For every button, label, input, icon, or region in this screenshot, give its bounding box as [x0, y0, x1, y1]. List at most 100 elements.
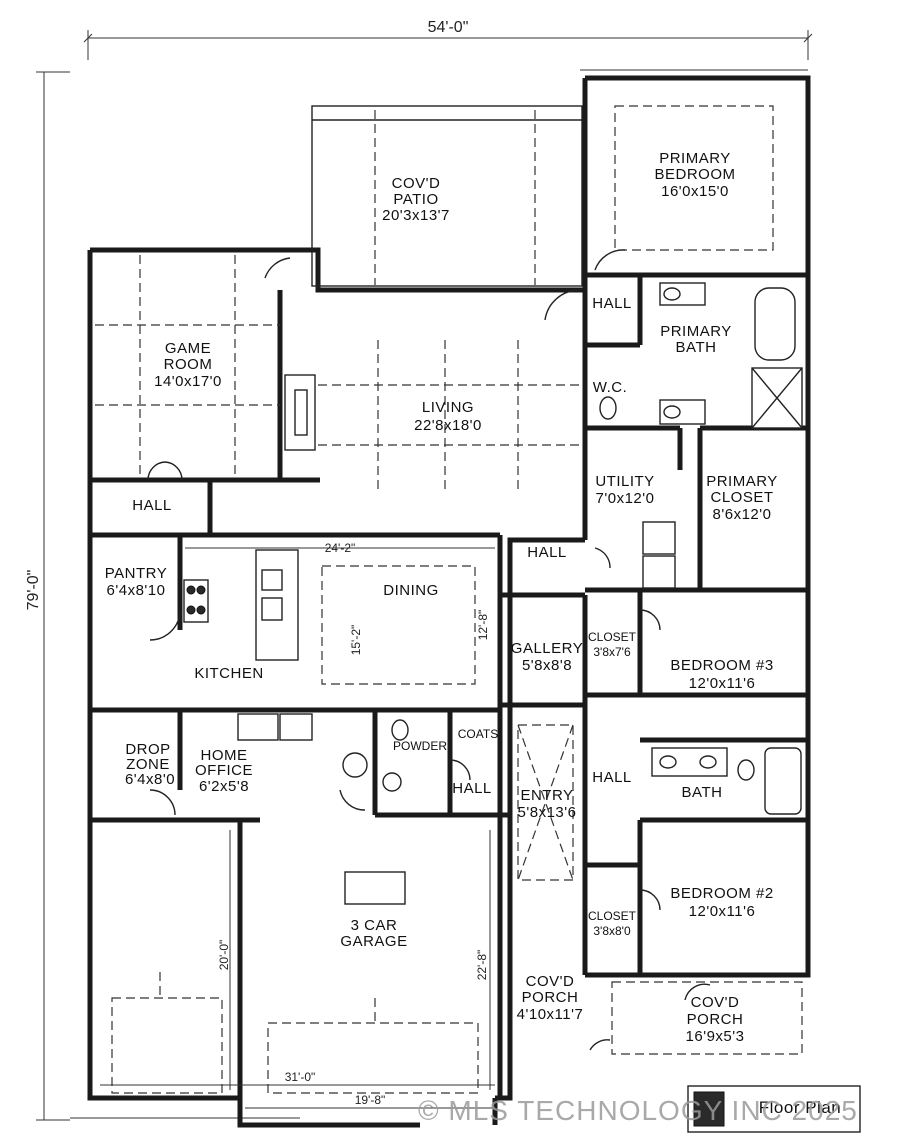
room-bedroom-2: BEDROOM #2 12'0x11'6: [670, 885, 773, 920]
svg-text:PRIMARY: PRIMARY: [706, 473, 778, 490]
svg-text:12'0x11'6: 12'0x11'6: [689, 675, 756, 692]
room-hall-dining: HALL: [527, 544, 567, 561]
water-heater-icon: [342, 752, 368, 778]
room-utility: UTILITY 7'0x12'0: [595, 473, 654, 507]
svg-text:ZONE: ZONE: [126, 756, 170, 773]
svg-text:8'6x12'0: 8'6x12'0: [713, 506, 772, 523]
svg-text:6'4x8'10: 6'4x8'10: [107, 582, 166, 599]
door-swings: [147, 249, 711, 1051]
svg-text:BATH: BATH: [676, 339, 717, 356]
fixtures: [183, 282, 803, 905]
svg-text:PANTRY: PANTRY: [105, 565, 167, 582]
room-home-office: HOME OFFICE 6'2x5'8: [195, 747, 253, 795]
svg-text:5'8x8'8: 5'8x8'8: [522, 657, 572, 674]
washer-icon: [642, 521, 676, 555]
dryer-icon: [642, 555, 676, 589]
room-drop-zone: DROP ZONE 6'4x8'0: [125, 741, 175, 788]
range-icon: [183, 579, 209, 623]
logo-icon: [693, 1091, 725, 1127]
interior-guides: [95, 105, 803, 1094]
svg-text:HOME: HOME: [201, 747, 248, 764]
room-covd-porch-large: COV'D PORCH 16'9x5'3: [686, 994, 745, 1045]
interior-walls: [90, 272, 808, 1098]
svg-text:PORCH: PORCH: [522, 989, 579, 1006]
room-closet-3: CLOSET 3'8x7'6: [588, 630, 637, 659]
svg-text:16'9x5'3: 16'9x5'3: [686, 1028, 745, 1045]
svg-text:PRIMARY: PRIMARY: [660, 323, 732, 340]
svg-text:GAME: GAME: [165, 340, 211, 357]
garage-depth-left-dim: 20'-0": [217, 940, 231, 971]
room-game-room: GAME ROOM 14'0x17'0: [154, 340, 222, 390]
room-dining: DINING: [383, 582, 439, 599]
svg-text:5'8x13'6: 5'8x13'6: [518, 804, 577, 821]
room-powder: POWDER: [393, 739, 447, 753]
room-hall-entry: HALL: [452, 780, 492, 797]
title-block: Floor Plan: [687, 1085, 861, 1133]
room-bedroom-3: BEDROOM #3 12'0x11'6: [670, 657, 773, 692]
overall-depth-dimension: 79'-0": [25, 71, 70, 1121]
svg-text:12'0x11'6: 12'0x11'6: [689, 903, 756, 920]
svg-text:CLOSET: CLOSET: [588, 909, 637, 923]
fireplace-icon: [284, 374, 316, 451]
overall-width-dimension: 54'-0": [83, 19, 813, 60]
svg-text:3'8x7'6: 3'8x7'6: [593, 645, 631, 659]
svg-text:GARAGE: GARAGE: [340, 933, 407, 950]
title-block-label: Floor Plan: [759, 1098, 841, 1117]
svg-text:20'3x13'7: 20'3x13'7: [382, 207, 450, 224]
sink-icon: [237, 713, 279, 741]
svg-text:6'4x8'0: 6'4x8'0: [125, 771, 175, 788]
covd-patio-outline: [311, 105, 583, 287]
toilet-icon: [391, 719, 409, 741]
bathtub-icon: [754, 287, 796, 361]
watermark: © MLS TECHNOLOGY INC 2025: [418, 1095, 858, 1126]
dining-depth-dim: 12'-8": [476, 610, 490, 641]
room-entry: ENTRY 5'8x13'6: [518, 787, 577, 821]
room-garage: 3 CAR GARAGE: [340, 917, 407, 950]
svg-text:22'8x18'0: 22'8x18'0: [414, 417, 482, 434]
room-covd-porch-small: COV'D PORCH 4'10x11'7: [517, 973, 584, 1023]
room-living: LIVING 22'8x18'0: [414, 399, 482, 434]
svg-text:3 CAR: 3 CAR: [351, 917, 398, 934]
room-gallery: GALLERY 5'8x8'8: [511, 640, 583, 674]
bathtub-icon: [764, 747, 802, 815]
interior-dimensions: 24'-2" 12'-8" 15'-2" 20'-0" 22'-8" 31'-0…: [100, 541, 495, 1109]
overall-width-label: 54'-0": [428, 19, 469, 36]
dining-width-dim: 24'-2": [325, 541, 356, 555]
svg-text:14'0x17'0: 14'0x17'0: [154, 373, 222, 390]
room-wc: W.C.: [593, 379, 628, 396]
svg-text:DROP: DROP: [125, 741, 170, 758]
svg-text:BEDROOM #3: BEDROOM #3: [670, 657, 773, 674]
svg-text:GALLERY: GALLERY: [511, 640, 583, 657]
svg-text:ENTRY: ENTRY: [520, 787, 573, 804]
svg-text:LIVING: LIVING: [422, 399, 474, 416]
svg-text:OFFICE: OFFICE: [195, 762, 253, 779]
svg-text:6'2x5'8: 6'2x5'8: [199, 778, 249, 795]
room-closet-2: CLOSET 3'8x8'0: [588, 909, 637, 938]
room-covd-patio: COV'D PATIO 20'3x13'7: [382, 175, 450, 224]
room-primary-bath: PRIMARY BATH: [660, 323, 732, 356]
garage-depth-right-dim: 22'-8": [475, 950, 489, 981]
svg-text:7'0x12'0: 7'0x12'0: [596, 490, 655, 507]
svg-text:CLOSET: CLOSET: [588, 630, 637, 644]
toilet-icon: [737, 759, 755, 781]
svg-text:PORCH: PORCH: [687, 1011, 744, 1028]
svg-text:UTILITY: UTILITY: [595, 473, 654, 490]
room-bath: BATH: [682, 784, 723, 801]
sink-icon: [382, 772, 402, 792]
room-primary-bedroom: PRIMARY BEDROOM 16'0x15'0: [654, 150, 735, 200]
svg-text:16'0x15'0: 16'0x15'0: [661, 183, 729, 200]
svg-text:COV'D: COV'D: [691, 994, 740, 1011]
overall-depth-label: 79'-0": [25, 570, 42, 611]
svg-text:BEDROOM #2: BEDROOM #2: [670, 885, 773, 902]
room-kitchen: KITCHEN: [194, 665, 263, 682]
svg-text:ROOM: ROOM: [164, 356, 213, 373]
svg-text:BEDROOM: BEDROOM: [654, 166, 735, 183]
svg-text:4'10x11'7: 4'10x11'7: [517, 1006, 584, 1023]
svg-text:COV'D: COV'D: [392, 175, 441, 192]
room-pantry: PANTRY 6'4x8'10: [105, 565, 167, 599]
svg-text:COV'D: COV'D: [526, 973, 575, 990]
svg-text:CLOSET: CLOSET: [710, 489, 773, 506]
room-primary-closet: PRIMARY CLOSET 8'6x12'0: [706, 473, 778, 523]
room-hall-bath: HALL: [592, 769, 632, 786]
